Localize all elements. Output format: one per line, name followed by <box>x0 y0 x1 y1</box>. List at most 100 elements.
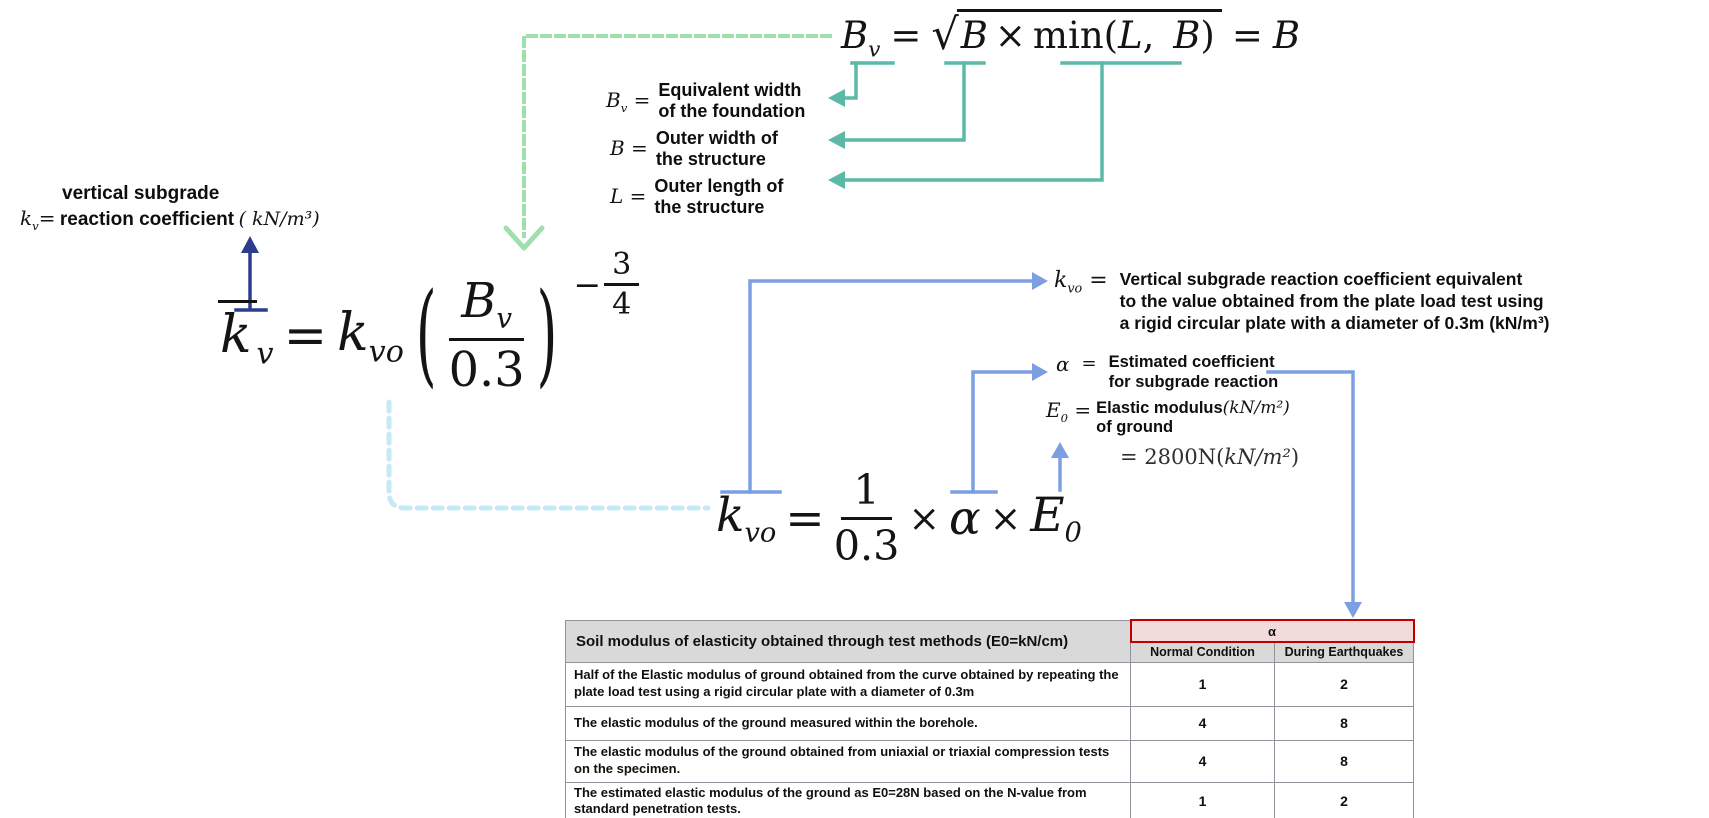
alpha-symbol: α <box>1056 352 1070 376</box>
teal-connector-bv <box>828 61 895 107</box>
equals: = <box>624 135 648 160</box>
exp-denominator: 4 <box>612 286 632 322</box>
b-symbol: B = <box>610 136 648 163</box>
sub-v: v <box>256 336 274 372</box>
row-description: The elastic modulus of the ground measur… <box>565 705 1131 741</box>
bv-symbol: Bv = <box>606 88 650 115</box>
e0-units: (kN/m²) <box>1222 398 1290 418</box>
open-paren: ( <box>415 269 437 400</box>
sub-0: 0 <box>1060 411 1068 425</box>
kvo-definition-text: Vertical subgrade reaction coefficient e… <box>1119 269 1550 333</box>
kv-units: ( kN/m³) <box>238 208 320 230</box>
var-L: L <box>1118 14 1143 57</box>
row-normal-value: 4 <box>1130 705 1275 741</box>
row-earthquake-value: 2 <box>1274 661 1414 707</box>
e0-definition-text1: Elastic modulus <box>1096 399 1223 417</box>
close-paren: ) <box>1290 445 1300 469</box>
equals: = <box>627 87 651 112</box>
equals: = <box>1231 14 1263 57</box>
chevron-down-arrowhead <box>503 225 545 251</box>
sub-v: v <box>32 219 39 233</box>
minus-sign: − <box>573 264 602 304</box>
sub-v: v <box>868 37 881 63</box>
alpha-definition: α = Estimated coefficient for subgrade r… <box>1056 352 1278 392</box>
var-k-barred: k <box>218 300 257 365</box>
down-arrowhead <box>1344 602 1362 618</box>
var-k: k <box>20 206 33 230</box>
left-arrowhead <box>828 131 845 149</box>
row-description: Half of the Elastic modulus of ground ob… <box>565 661 1131 707</box>
equals: = <box>38 206 56 230</box>
fraction-numerator: 1 <box>841 466 892 520</box>
kv-symbol: kv= <box>20 206 56 233</box>
var-k: k <box>716 487 745 543</box>
equals: = <box>1068 398 1092 422</box>
wire-segment <box>838 61 966 142</box>
wire-segment <box>838 61 858 100</box>
definition-l: L = Outer length of the structure <box>610 176 783 218</box>
bv-definition-text: Equivalent width of the foundation <box>658 80 806 121</box>
row-normal-value: 4 <box>1130 739 1275 783</box>
blue-connector-kvo <box>720 272 1048 494</box>
alpha-term: α <box>948 490 981 546</box>
b-definition-text: Outer width of the structure <box>655 128 778 169</box>
definition-bv: Bv = Equivalent width of the foundation <box>606 80 805 122</box>
exponent-fraction: 3 4 <box>604 247 640 322</box>
row-earthquake-value: 2 <box>1274 781 1414 818</box>
close-paren: ) <box>536 269 558 400</box>
var-B: B <box>960 14 988 57</box>
var-B: B <box>461 274 497 330</box>
bv-over-03-fraction: Bv 0.3 <box>449 274 525 398</box>
row-earthquake-value: 8 <box>1274 705 1414 741</box>
one-over-03-fraction: 1 0.3 <box>834 466 900 570</box>
e0-value-units: kN/m² <box>1224 445 1291 469</box>
sub-v: v <box>496 301 513 335</box>
var-B: B <box>610 135 625 160</box>
kv-label-line2-row: kv= reaction coefficient ( kN/m³) <box>20 206 400 233</box>
exp-numerator: 3 <box>604 247 640 286</box>
row-normal-value: 1 <box>1130 661 1275 707</box>
equals: = <box>785 490 825 546</box>
kvo-term: kvo <box>337 303 404 369</box>
var-E: E <box>1046 398 1061 422</box>
table-row: The elastic modulus of the ground measur… <box>565 705 1414 741</box>
up-arrowhead <box>241 236 259 253</box>
times-sign: × <box>994 14 1026 57</box>
sub-vo: vo <box>368 334 404 370</box>
var-Bv: B <box>841 14 869 57</box>
table-header-row-alpha: Soil modulus of elasticity obtained thro… <box>565 619 1415 663</box>
comma: , <box>1142 14 1167 57</box>
table-main-header: Soil modulus of elasticity obtained thro… <box>565 619 1131 663</box>
table-row: The estimated elastic modulus of the gro… <box>565 781 1414 818</box>
teal-connector-b <box>828 61 986 149</box>
var-B: B <box>606 87 621 112</box>
times-sign: × <box>908 496 940 540</box>
var-k: k <box>1054 268 1068 293</box>
formula-kvo: kvo = 1 0.3 × α × E0 <box>716 466 1082 570</box>
exponent: − 3 4 <box>573 247 640 322</box>
wire-segment <box>838 61 1104 182</box>
radicand: B×min(L, B) <box>956 9 1222 57</box>
radical-sign: √ <box>931 10 959 60</box>
row-description: The elastic modulus of the ground obtain… <box>565 739 1131 783</box>
row-earthquake-value: 8 <box>1274 739 1414 783</box>
times-sign: × <box>989 496 1022 540</box>
min-function: min( <box>1032 14 1119 57</box>
sub-0: 0 <box>1064 517 1082 549</box>
sub-v: v <box>620 100 628 115</box>
row-normal-value: 1 <box>1130 781 1275 818</box>
table-header-row-conditions: Normal Condition During Earthquakes <box>566 641 1414 663</box>
var-L: L <box>610 183 624 208</box>
close-paren: ) <box>1200 14 1215 57</box>
alpha-coefficient-table: Soil modulus of elasticity obtained thro… <box>565 619 1415 818</box>
table-row: The elastic modulus of the ground obtain… <box>565 739 1414 783</box>
table-header-earthquake: During Earthquakes <box>1274 641 1414 663</box>
sub-vo: vo <box>744 517 777 549</box>
var-k: k <box>337 302 369 363</box>
kv-label-line2: reaction coefficient <box>59 209 235 230</box>
wire-segment <box>748 279 1036 494</box>
equals: = <box>623 183 647 208</box>
kv-label: vertical subgrade kv= reaction coefficie… <box>20 183 400 233</box>
